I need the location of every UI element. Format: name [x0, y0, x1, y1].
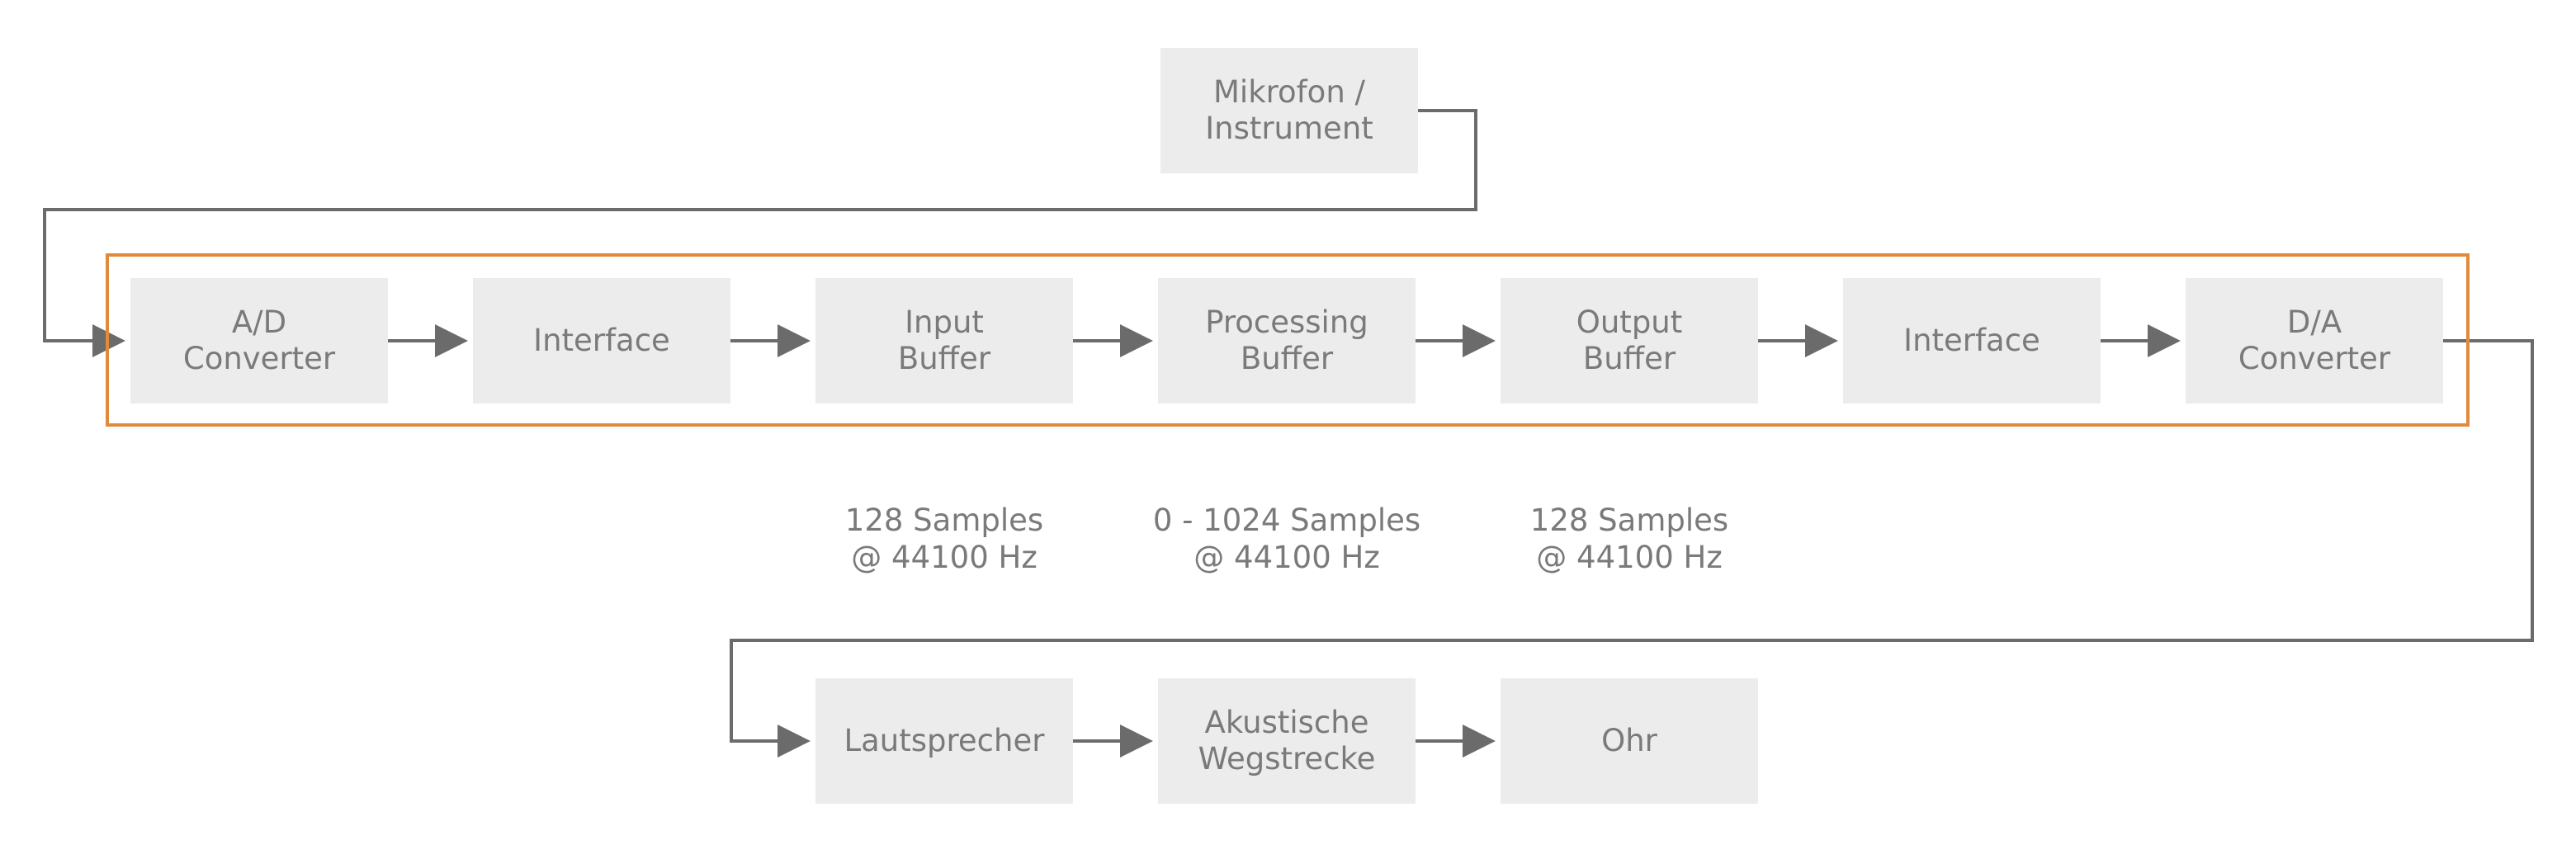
source-mikrofon-instrument: Mikrofon / Instrument: [1160, 48, 1418, 173]
processing-frame: [106, 253, 2470, 427]
chain-interface-in: Interface: [473, 278, 730, 404]
chain-interface-out: Interface: [1843, 278, 2101, 404]
processing-buffer-note: 0 - 1024 Samples @ 44100 Hz: [1152, 503, 1421, 575]
output-ohr: Ohr: [1501, 678, 1758, 804]
connector-da-to-lautsprecher: [730, 339, 2534, 758]
connector-source-to-ad: [43, 109, 1477, 357]
chain-input-buffer: Input Buffer: [815, 278, 1073, 404]
output-lautsprecher: Lautsprecher: [815, 678, 1073, 804]
chain-processing-buffer: Processing Buffer: [1158, 278, 1416, 404]
chain-ad-converter: A/D Converter: [130, 278, 388, 404]
output-akustische-wegstrecke: Akustische Wegstrecke: [1158, 678, 1416, 804]
input-buffer-note: 128 Samples @ 44100 Hz: [844, 503, 1044, 575]
chain-da-converter: D/A Converter: [2186, 278, 2443, 404]
output-buffer-note: 128 Samples @ 44100 Hz: [1529, 503, 1729, 575]
chain-output-buffer: Output Buffer: [1501, 278, 1758, 404]
